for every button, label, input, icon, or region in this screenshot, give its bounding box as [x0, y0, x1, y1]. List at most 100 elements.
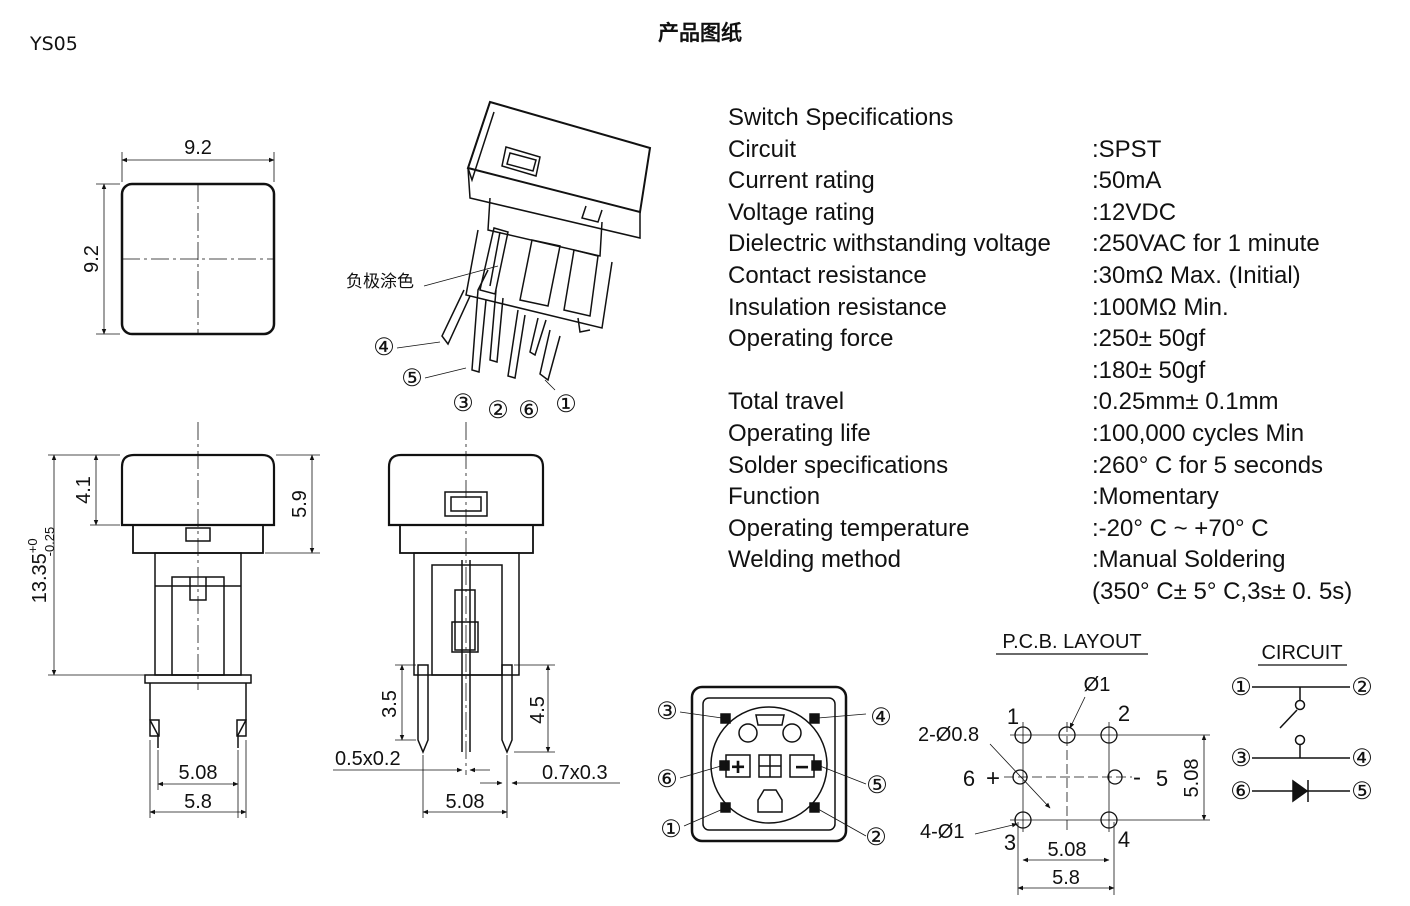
spec-value: :-20° C ~ +70° C [1092, 514, 1269, 542]
side-pin-length-label: 3.5 [379, 690, 401, 718]
bottom-plus: + [731, 754, 745, 781]
spec-heading: Switch Specifications [728, 104, 954, 131]
pin-section-left-label: 0.5x0.2 [335, 748, 401, 770]
isometric-view [441, 100, 652, 382]
iso-pin-5-leader [424, 367, 467, 379]
circuit-diagram [1252, 686, 1350, 803]
spec-row: Contact resistance:30mΩ Max. (Initial) [728, 260, 1398, 292]
spec-label: Function [728, 483, 821, 511]
pin-section-right-label: 0.7x0.3 [542, 762, 608, 784]
spec-label: Current rating [728, 167, 875, 195]
pcb-plus: + [986, 765, 1000, 792]
page-title: 产品图纸 [658, 21, 742, 45]
model-number: YS05 [30, 33, 78, 55]
bottom-view [679, 685, 867, 843]
front-upper-height-label: 5.9 [289, 490, 311, 518]
spec-value: :SPST [1092, 135, 1162, 163]
spec-value: :Manual Soldering [1092, 546, 1286, 574]
circuit-pin-5: ⑤ [1351, 778, 1373, 805]
spec-value: :12VDC [1092, 198, 1177, 226]
spec-label: Operating force [728, 325, 894, 353]
front-total-height-label: 13.35+0-0.25 [25, 527, 57, 604]
spec-row: Insulation resistance:100MΩ Min. [728, 292, 1398, 324]
spec-value: :50mA [1092, 167, 1162, 195]
iso-pin-4-leader [396, 341, 441, 349]
spec-value: (350° C± 5° C,3s± 0. 5s) [1092, 577, 1353, 605]
top-view [96, 152, 276, 336]
iso-pin-4: ④ [373, 334, 395, 361]
pcb-hole-big: Ø1 [1084, 674, 1111, 696]
bottom-pin-6: ⑥ [656, 766, 678, 793]
spec-label: Dielectric withstanding voltage [728, 230, 1051, 258]
spec-row: Operating force :250± 50gf [728, 323, 1398, 355]
pcb-pin-4: 4 [1118, 827, 1130, 852]
circuit-pin-2: ② [1351, 674, 1373, 701]
iso-pin-1-leader [544, 379, 556, 391]
spec-row: Operating temperature :-20° C ~ +70° C [728, 513, 1398, 545]
spec-row: Function :Momentary [728, 481, 1398, 513]
spec-value: :Momentary [1092, 483, 1219, 511]
bottom-pin-5: ⑤ [866, 772, 888, 799]
side-pitch-label: 5.08 [446, 791, 485, 813]
front-cap-height-label: 4.1 [73, 476, 95, 504]
top-width-label: 9.2 [184, 137, 212, 159]
pcb-pin-6: 6 [963, 766, 975, 791]
circuit-pin-4: ④ [1351, 745, 1373, 772]
bottom-pin-4: ④ [870, 704, 892, 731]
pcb-pin-5: 5 [1156, 766, 1168, 791]
spec-row: Dielectric withstanding voltage :250VAC f… [728, 228, 1398, 260]
spec-value: :100,000 cycles Min [1092, 419, 1305, 447]
iso-pin-3: ③ [452, 390, 474, 417]
side-view [333, 422, 620, 818]
pcb-hole-small: 2-Ø0.8 [918, 724, 979, 746]
spec-value: :250± 50gf [1092, 325, 1206, 353]
spec-label: Welding method [728, 546, 901, 574]
pcb-pin-1: 1 [1007, 704, 1019, 729]
spec-row: Solder specifications:260° C for 5 secon… [728, 450, 1398, 482]
spec-row: Total travel:0.25mm± 0.1mm [728, 386, 1398, 418]
circuit-title: CIRCUIT [1261, 642, 1342, 664]
spec-label [728, 576, 1092, 608]
pcb-layout-title: P.C.B. LAYOUT [1002, 631, 1141, 653]
bottom-pin-1: ① [660, 816, 682, 843]
side-pin-length-right-label: 4.5 [527, 696, 549, 724]
spec-row: Current rating :50mA [728, 165, 1398, 197]
front-width-label: 5.8 [184, 791, 212, 813]
pcb-pitch-x: 5.08 [1048, 839, 1087, 861]
spec-row: Circuit :SPST [728, 134, 1398, 166]
pcb-pin-2: 2 [1118, 701, 1130, 726]
spec-row: (350° C± 5° C,3s± 0. 5s) [728, 576, 1398, 608]
bottom-pin-3: ③ [656, 698, 678, 725]
iso-pin-1: ① [555, 391, 577, 418]
spec-value: :100MΩ Min. [1092, 293, 1229, 321]
spec-label: Voltage rating [728, 198, 875, 226]
cathode-note: 负极涂色 [346, 272, 414, 291]
switch-specifications: Switch Specifications Circuit :SPST Curre… [728, 102, 1398, 608]
pcb-width: 5.8 [1052, 867, 1080, 889]
front-total-height-value: 13.35 [29, 553, 51, 603]
spec-value: :260° C for 5 seconds [1092, 451, 1324, 479]
pcb-layout [974, 696, 1210, 895]
bottom-minus: − [795, 754, 809, 781]
spec-value: :250VAC for 1 minute [1092, 230, 1320, 258]
iso-pin-6: ⑥ [518, 397, 540, 424]
note-leader [423, 265, 499, 287]
spec-label: Total travel [728, 388, 845, 416]
iso-pin-5: ⑤ [401, 365, 423, 392]
spec-label: Contact resistance [728, 261, 927, 289]
spec-label: Circuit [728, 135, 797, 163]
front-tol-plus: +0 [25, 538, 40, 553]
front-view [48, 422, 320, 818]
spec-label [728, 355, 1092, 387]
spec-row: Operating life:100,000 cycles Min [728, 418, 1398, 450]
circuit-pin-3: ③ [1230, 745, 1252, 772]
spec-label: Operating temperature [728, 514, 970, 542]
pcb-pin-3: 3 [1004, 830, 1016, 855]
spec-row: Welding method :Manual Soldering [728, 544, 1398, 576]
front-pitch-label: 5.08 [179, 762, 218, 784]
circuit-pin-6: ⑥ [1230, 778, 1252, 805]
pcb-pitch-y: 5.08 [1181, 759, 1203, 798]
top-height-label: 9.2 [81, 245, 103, 273]
bottom-pin-2: ② [865, 824, 887, 851]
